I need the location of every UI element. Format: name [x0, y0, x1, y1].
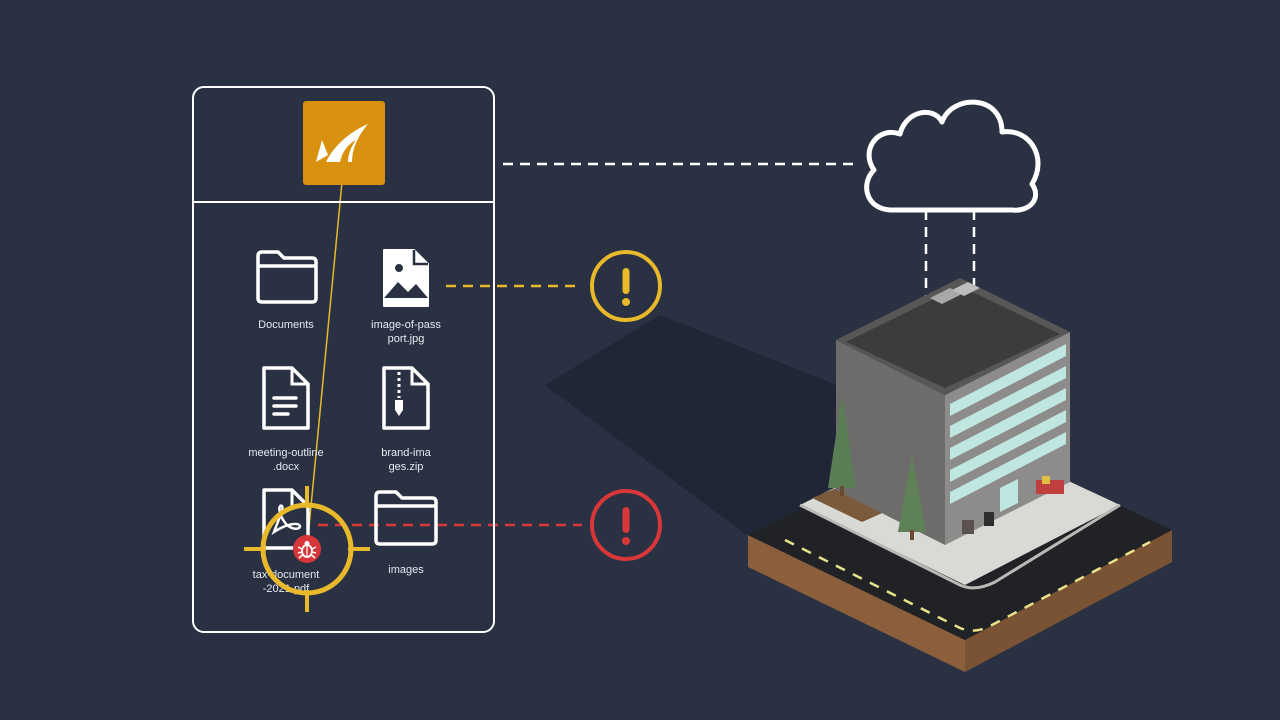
bug-icon [293, 535, 321, 563]
scan-beam-line [306, 181, 343, 549]
danger-alert-icon[interactable] [588, 487, 664, 563]
image-file-icon[interactable] [380, 246, 432, 310]
folder-icon[interactable] [372, 488, 440, 546]
folder-icon[interactable] [254, 248, 320, 304]
barracuda-logo-icon[interactable] [302, 100, 386, 186]
file-label-image-of-passport: image-of-pass port.jpg [371, 319, 441, 345]
cloud-icon [864, 99, 1041, 213]
file-label-meeting-outline: meeting-outline .docx [248, 447, 324, 473]
zip-file-icon[interactable] [380, 364, 432, 432]
file-label-brand-images: brand-ima ges.zip [381, 447, 431, 473]
file-label-images: images [388, 564, 424, 576]
panel-divider [194, 201, 493, 203]
file-panel [192, 86, 495, 633]
file-label-documents: Documents [258, 319, 314, 331]
document-file-icon[interactable] [260, 364, 312, 432]
threat-target-crosshair [244, 486, 370, 612]
warning-alert-icon[interactable] [588, 248, 664, 324]
